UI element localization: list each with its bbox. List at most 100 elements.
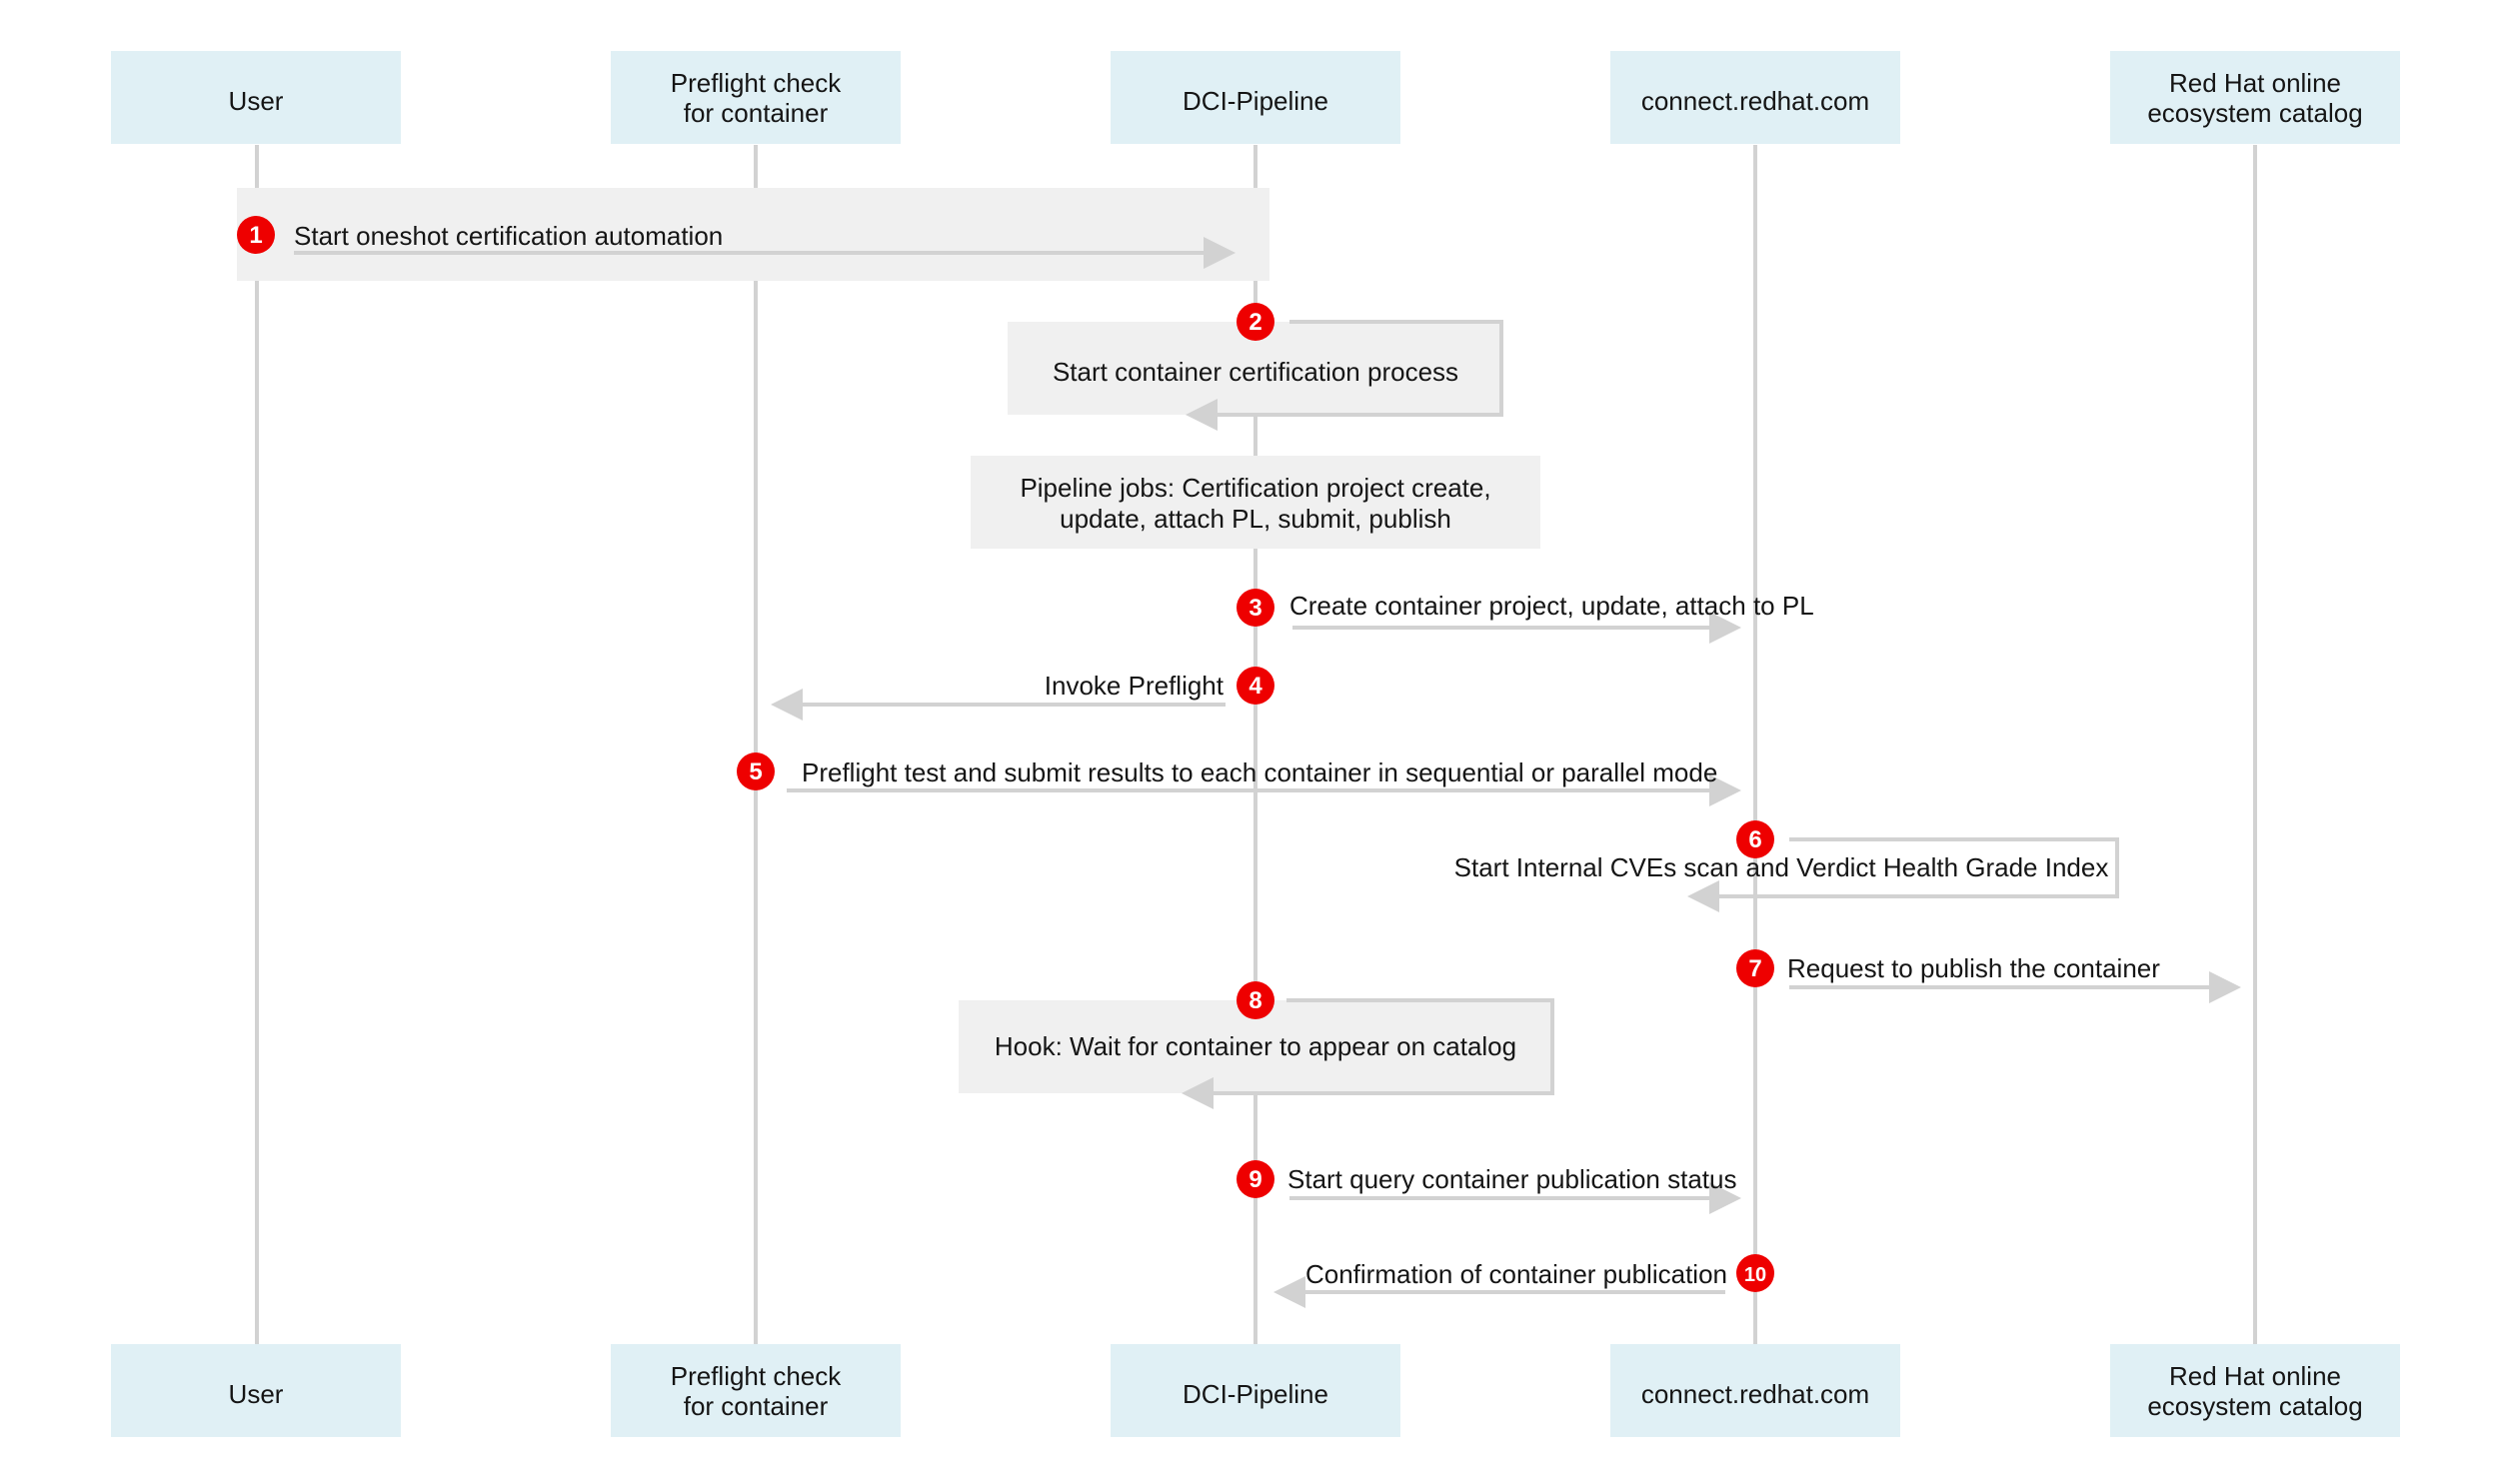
svg-text:for container: for container xyxy=(684,1391,829,1421)
actor-label: ecosystem catalog xyxy=(2147,1391,2362,1421)
step-number: 6 xyxy=(1748,826,1761,853)
step-2: 2 Start container certification process xyxy=(1008,303,1503,431)
step-10: 10 Confirmation of container publication xyxy=(1273,1254,1774,1308)
step-5: 5 Preflight test and submit results to e… xyxy=(737,752,1741,806)
step-label: Hook: Wait for container to appear on ca… xyxy=(995,1031,1516,1061)
step-label: Create container project, update, attach… xyxy=(1289,591,1814,621)
step-badge xyxy=(1237,667,1274,705)
step-badge xyxy=(1237,589,1274,627)
step-label: Start container certification process xyxy=(1053,357,1458,387)
actor-user-bottom: User xyxy=(111,1344,401,1437)
note-line: Pipeline jobs: Certification project cre… xyxy=(1020,473,1490,503)
svg-text:2: 2 xyxy=(1249,309,1261,336)
actor-catalog-bottom: Red Hat online ecosystem catalog xyxy=(2110,1344,2400,1437)
step-label: Confirmation of container publication xyxy=(1305,1259,1727,1289)
svg-text:for container: for container xyxy=(684,98,829,128)
actors-bottom: User Preflight check for container DCI-P… xyxy=(111,1344,2400,1437)
svg-text:ecosystem catalog: ecosystem catalog xyxy=(2147,1391,2362,1421)
step-number: 2 xyxy=(1249,309,1261,336)
step-label: Preflight test and submit results to eac… xyxy=(802,757,1717,787)
actor-connect-top: connect.redhat.com xyxy=(1610,51,1900,144)
step-badge xyxy=(1237,1160,1274,1198)
step-label: Start oneshot certification automation xyxy=(294,221,723,251)
step-label: Request to publish the container xyxy=(1787,953,2160,983)
step-8: 8 Hook: Wait for container to appear on … xyxy=(959,981,1554,1109)
actor-label: Preflight check xyxy=(671,68,843,98)
svg-text:Preflight test and submit resu: Preflight test and submit results to eac… xyxy=(802,757,1717,787)
step-number: 1 xyxy=(249,222,262,249)
step-number: 10 xyxy=(1744,1264,1766,1286)
self-message-arrow xyxy=(1687,837,2119,912)
svg-text:10: 10 xyxy=(1744,1264,1766,1286)
svg-text:7: 7 xyxy=(1748,955,1761,982)
step-badge xyxy=(1736,949,1774,987)
svg-text:Request to publish the contain: Request to publish the container xyxy=(1787,953,2160,983)
actor-label: connect.redhat.com xyxy=(1641,1379,1869,1409)
actor-label: for container xyxy=(684,1391,829,1421)
svg-text:Invoke Preflight: Invoke Preflight xyxy=(1045,671,1225,701)
svg-text:ecosystem catalog: ecosystem catalog xyxy=(2147,98,2362,128)
actor-label: Red Hat online xyxy=(2169,68,2341,98)
step-label: Start query container publication status xyxy=(1287,1164,1736,1194)
svg-text:Red Hat online: Red Hat online xyxy=(2169,1361,2341,1391)
step-7: 7 Request to publish the container xyxy=(1736,949,2241,1003)
self-message-arrow xyxy=(1186,320,1503,431)
step-badge xyxy=(237,216,275,254)
svg-text:1: 1 xyxy=(249,222,262,249)
svg-text:Preflight check: Preflight check xyxy=(671,68,843,98)
svg-text:Create container project, upda: Create container project, update, attach… xyxy=(1289,591,1814,621)
step-6: 6 Start Internal CVEs scan and Verdict H… xyxy=(1454,820,2119,912)
svg-text:3: 3 xyxy=(1249,595,1261,622)
actor-label: Preflight check xyxy=(671,1361,843,1391)
actor-label: Red Hat online xyxy=(2169,1361,2341,1391)
svg-text:User: User xyxy=(229,1379,284,1409)
step-1: 1 Start oneshot certification automation xyxy=(237,188,1269,281)
svg-text:DCI-Pipeline: DCI-Pipeline xyxy=(1183,86,1328,116)
actor-preflight-bottom: Preflight check for container xyxy=(611,1344,901,1437)
step-number: 9 xyxy=(1249,1166,1261,1193)
actors-top: User Preflight check for container DCI-P… xyxy=(111,51,2400,144)
actor-dci-pipeline-bottom: DCI-Pipeline xyxy=(1111,1344,1400,1437)
actor-label: connect.redhat.com xyxy=(1641,86,1869,116)
svg-text:Hook: Wait for container to ap: Hook: Wait for container to appear on ca… xyxy=(995,1031,1516,1061)
svg-text:DCI-Pipeline: DCI-Pipeline xyxy=(1183,1379,1328,1409)
svg-text:connect.redhat.com: connect.redhat.com xyxy=(1641,1379,1869,1409)
step-3: 3 Create container project, update, atta… xyxy=(1237,589,1814,644)
step-4: 4 Invoke Preflight xyxy=(771,667,1274,721)
svg-text:Confirmation of container publ: Confirmation of container publication xyxy=(1305,1259,1727,1289)
svg-text:Start oneshot certification au: Start oneshot certification automation xyxy=(294,221,723,251)
svg-text:connect.redhat.com: connect.redhat.com xyxy=(1641,86,1869,116)
svg-text:Preflight check: Preflight check xyxy=(671,1361,843,1391)
actor-label: for container xyxy=(684,98,829,128)
step-number: 7 xyxy=(1748,955,1761,982)
actor-label: DCI-Pipeline xyxy=(1183,86,1328,116)
step-badge xyxy=(1736,820,1774,858)
svg-text:Start Internal CVEs scan and V: Start Internal CVEs scan and Verdict Hea… xyxy=(1454,852,2109,882)
actor-connect-bottom: connect.redhat.com xyxy=(1610,1344,1900,1437)
svg-text:Red Hat online: Red Hat online xyxy=(2169,68,2341,98)
svg-text:Start query container publicat: Start query container publication status xyxy=(1287,1164,1736,1194)
svg-text:5: 5 xyxy=(749,758,762,785)
note-line: update, attach PL, submit, publish xyxy=(1060,504,1451,534)
actor-label: User xyxy=(229,86,284,116)
pipeline-jobs-note: Pipeline jobs: Certification project cre… xyxy=(971,456,1540,549)
svg-text:8: 8 xyxy=(1249,987,1261,1014)
step-label: Start Internal CVEs scan and Verdict Hea… xyxy=(1454,852,2109,882)
step-number: 4 xyxy=(1249,673,1262,700)
actor-preflight-top: Preflight check for container xyxy=(611,51,901,144)
svg-text:update, attach PL, submit, pub: update, attach PL, submit, publish xyxy=(1060,504,1451,534)
svg-text:9: 9 xyxy=(1249,1166,1261,1193)
step-number: 8 xyxy=(1249,987,1261,1014)
svg-text:Start container certification: Start container certification process xyxy=(1053,357,1458,387)
actor-label: DCI-Pipeline xyxy=(1183,1379,1328,1409)
svg-text:4: 4 xyxy=(1249,673,1262,700)
step-panel xyxy=(237,188,1269,281)
step-badge xyxy=(1237,981,1274,1019)
step-number: 5 xyxy=(749,758,762,785)
actor-label: User xyxy=(229,1379,284,1409)
actor-user-top: User xyxy=(111,51,401,144)
svg-text:Pipeline jobs: Certification p: Pipeline jobs: Certification project cre… xyxy=(1020,473,1490,503)
step-badge xyxy=(737,752,775,790)
actor-dci-pipeline-top: DCI-Pipeline xyxy=(1111,51,1400,144)
